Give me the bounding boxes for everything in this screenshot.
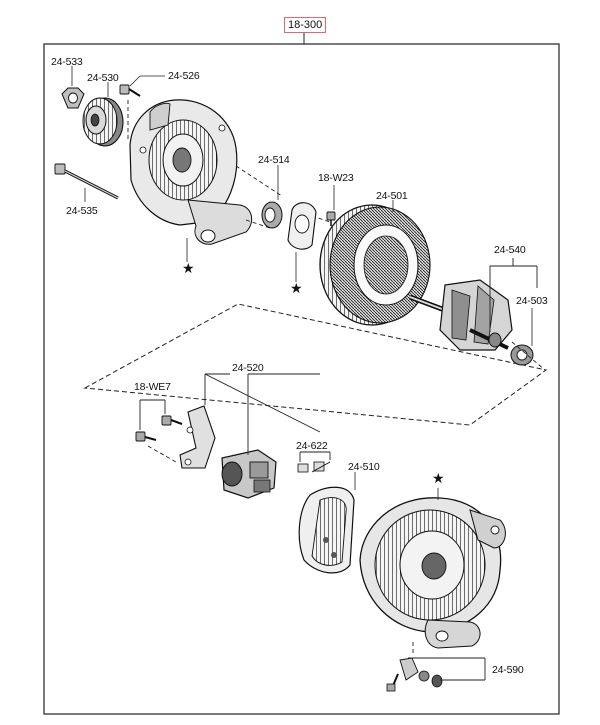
part-24-535-through-bolt — [54, 163, 119, 200]
part-24-540-rotor — [409, 279, 513, 351]
part-bearing-retainer — [287, 202, 317, 250]
bracket-18-we7 — [139, 399, 166, 430]
part-18-we7-screws — [135, 415, 183, 442]
label-24-520: 24-520 — [232, 362, 264, 374]
bracket-24-540 — [489, 258, 538, 332]
label-24-530: 24-530 — [87, 72, 119, 84]
label-24-503: 24-503 — [516, 295, 548, 307]
rotor-dashed-lines — [511, 341, 546, 371]
label-24-514: 24-514 — [258, 154, 290, 166]
part-18-w23-screw — [326, 211, 336, 226]
assembly-code: 18-300 — [284, 17, 327, 33]
star-marker-front-housing: ★ — [182, 261, 195, 277]
label-24-540: 24-540 — [494, 244, 526, 256]
part-24-514-bearing — [261, 201, 283, 229]
assembly-frame — [43, 43, 560, 715]
star-marker-retainer: ★ — [290, 281, 303, 297]
part-24-622-terminal — [297, 461, 331, 473]
part-24-510-rectifier — [298, 486, 355, 574]
part-24-501-stator — [319, 204, 431, 326]
label-24-501: 24-501 — [376, 190, 408, 202]
label-24-590: 24-590 — [492, 664, 524, 676]
part-24-526-bolt — [119, 84, 141, 97]
part-24-590-terminal — [386, 657, 443, 692]
part-terminal-bracket — [179, 405, 216, 469]
part-24-530-pulley — [82, 97, 124, 147]
part-24-503-bearing — [510, 344, 534, 366]
label-24-622: 24-622 — [296, 440, 328, 452]
leader-24-520 — [204, 373, 321, 455]
bracket-24-590 — [408, 657, 486, 681]
part-24-520-regulator — [221, 449, 277, 499]
label-24-533: 24-533 — [51, 56, 83, 68]
star-marker-rear-housing: ★ — [432, 471, 445, 487]
label-24-526: 24-526 — [168, 70, 200, 82]
label-24-535: 24-535 — [66, 205, 98, 217]
label-18-we7: 18-WE7 — [134, 381, 171, 393]
part-24-533-nut — [61, 87, 85, 109]
bracket-24-622 — [299, 451, 331, 462]
dashed-assembly-outline — [83, 303, 548, 426]
label-18-w23: 18-W23 — [318, 172, 354, 184]
label-24-510: 24-510 — [348, 461, 380, 473]
part-rear-housing — [359, 497, 506, 649]
part-front-housing — [129, 99, 253, 245]
